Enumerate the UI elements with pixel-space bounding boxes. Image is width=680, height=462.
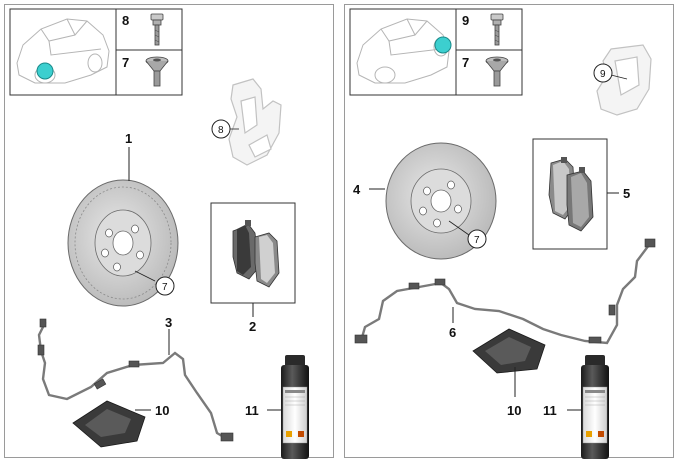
wear-sensor-cable-illustration bbox=[37, 321, 229, 441]
callout-carrier: 8 bbox=[218, 125, 224, 136]
sensor-plug-left bbox=[354, 334, 368, 344]
right-diagram-panel: 9 7 9 bbox=[344, 4, 674, 459]
sensor-plug-top bbox=[39, 318, 47, 328]
callout-spray-can: 11 bbox=[543, 403, 557, 418]
brake-carrier-illustration bbox=[228, 78, 282, 166]
header-part-number-bottom: 7 bbox=[122, 55, 129, 70]
brake-disc-illustration bbox=[67, 179, 179, 307]
callout-circle-disc-bolt bbox=[155, 276, 175, 296]
hex-bolt-icon bbox=[490, 13, 504, 46]
wear-sensor-cable-illustration bbox=[359, 243, 651, 345]
callout-assembly-paste: 10 bbox=[155, 403, 169, 418]
callout-disc-bolt: 7 bbox=[162, 282, 168, 293]
sensor-plug-bottom bbox=[220, 432, 234, 442]
sensor-plug-right bbox=[644, 238, 656, 248]
brake-pad-set-box bbox=[532, 138, 608, 250]
brake-carrier-illustration bbox=[596, 44, 652, 116]
callout-circle-carrier bbox=[211, 119, 231, 139]
front-wheel-highlight-marker bbox=[434, 36, 452, 54]
spray-can-illustration bbox=[281, 355, 309, 459]
callout-spray-can: 11 bbox=[245, 403, 259, 418]
callout-brake-disc: 4 bbox=[353, 182, 361, 197]
header-part-number-bottom: 7 bbox=[462, 55, 469, 70]
rear-wheel-highlight-marker bbox=[36, 62, 54, 80]
callout-brake-disc: 1 bbox=[125, 131, 132, 146]
hex-bolt-icon bbox=[150, 13, 164, 46]
callout-wear-sensor: 6 bbox=[449, 325, 456, 340]
left-diagram-panel: 8 7 1 bbox=[4, 4, 334, 459]
callout-circle-carrier bbox=[593, 63, 613, 83]
left-diagram-canvas: 8 7 1 bbox=[9, 8, 309, 459]
brake-pad-set-box bbox=[210, 202, 296, 304]
header-part-number-top: 9 bbox=[462, 13, 469, 28]
callout-pad-set: 2 bbox=[249, 319, 256, 334]
spray-can-illustration bbox=[581, 355, 609, 459]
assembly-paste-sachet bbox=[472, 328, 546, 374]
brake-disc-illustration bbox=[385, 142, 497, 260]
callout-disc-bolt: 7 bbox=[474, 235, 480, 246]
callout-carrier: 9 bbox=[600, 69, 606, 80]
header-part-number-top: 8 bbox=[122, 13, 129, 28]
countersunk-screw-icon bbox=[145, 56, 169, 87]
callout-circle-disc-bolt bbox=[467, 229, 487, 249]
assembly-paste-sachet bbox=[72, 400, 146, 448]
callout-assembly-paste: 10 bbox=[507, 403, 521, 418]
callout-pad-set: 5 bbox=[623, 186, 630, 201]
right-diagram-canvas: 9 7 9 bbox=[349, 8, 656, 459]
countersunk-screw-icon bbox=[485, 56, 509, 87]
callout-wear-sensor: 3 bbox=[165, 315, 172, 330]
